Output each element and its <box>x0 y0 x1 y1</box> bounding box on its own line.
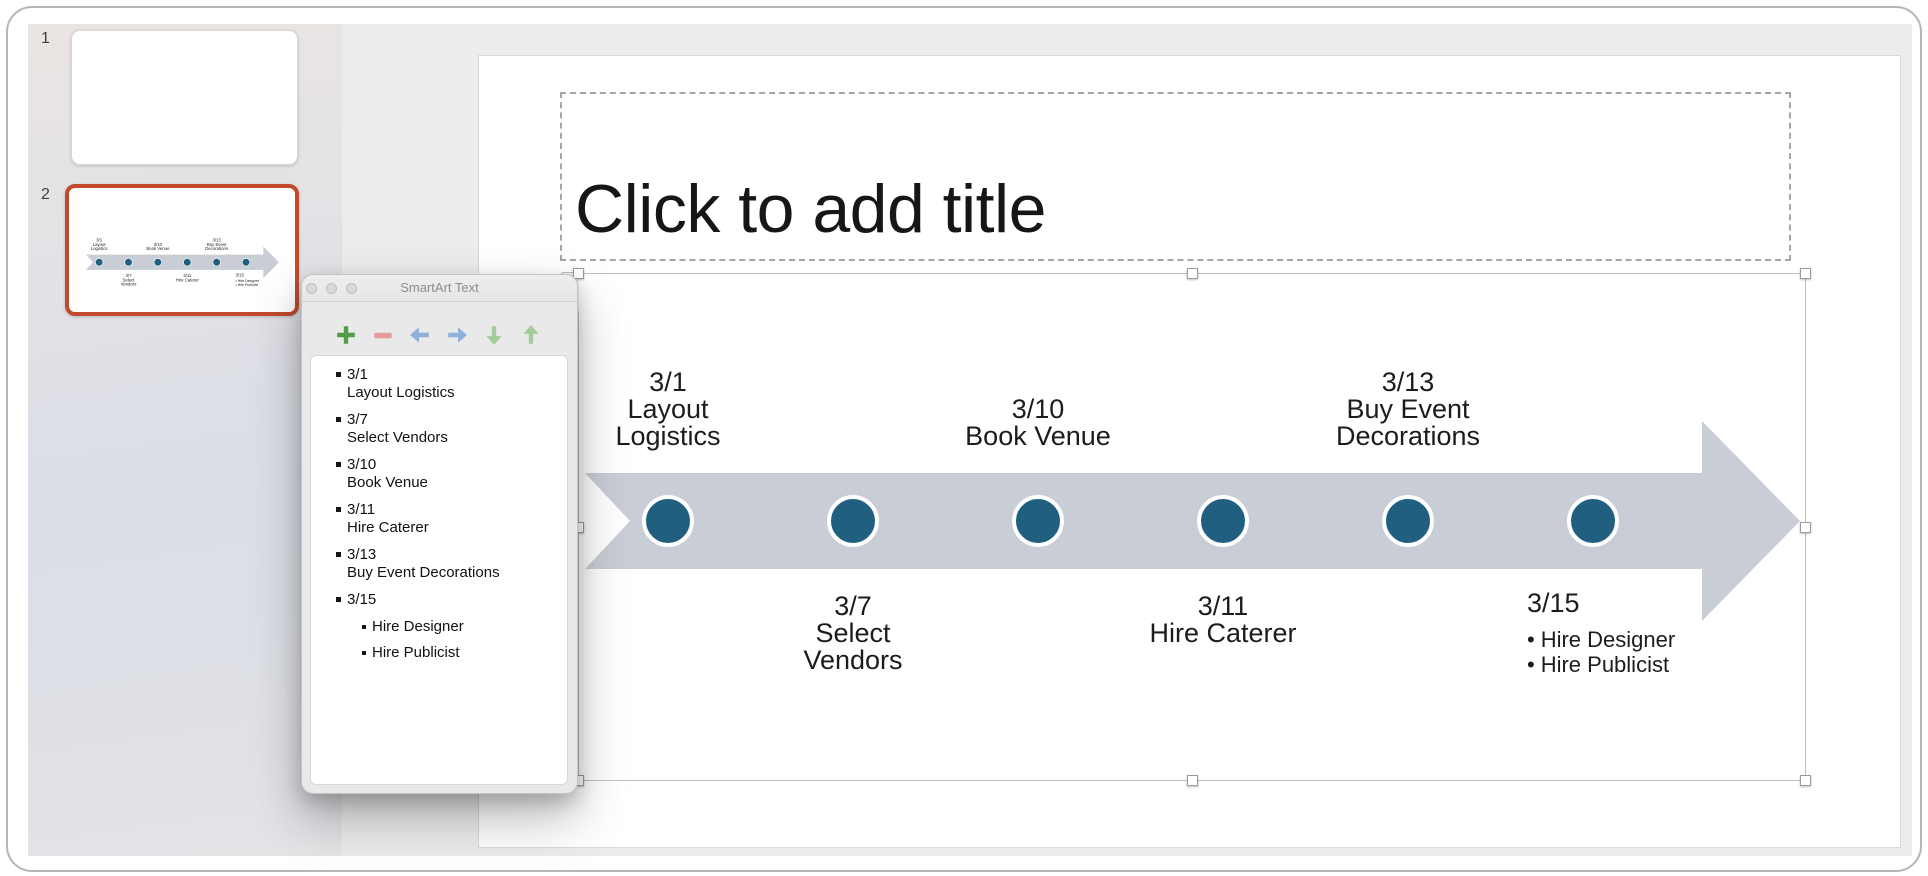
demote-arrow-right-icon[interactable] <box>446 324 468 346</box>
timeline-arrow-shape[interactable] <box>579 274 1807 782</box>
resize-handle-top-center[interactable] <box>1187 268 1198 279</box>
move-down-arrow-icon[interactable] <box>483 324 505 346</box>
smartart-panel-toolbar <box>335 324 542 346</box>
thumbnail-timeline-dot <box>94 257 103 266</box>
thumbnail-timeline-arrow <box>85 245 279 278</box>
timeline-dot-6[interactable] <box>1567 495 1619 547</box>
zoom-window-icon[interactable] <box>346 283 357 294</box>
resize-handle-bottom-center[interactable] <box>1187 775 1198 786</box>
thumbnail-timeline-dot <box>212 257 221 266</box>
bullet-square-icon <box>336 462 341 467</box>
bullet-square-icon <box>336 552 341 557</box>
thumbnail-timeline-dot <box>153 257 162 266</box>
close-window-icon[interactable] <box>306 283 317 294</box>
list-subitem[interactable]: Hire Designer <box>362 618 557 636</box>
timeline-dot-5[interactable] <box>1382 495 1434 547</box>
timeline-dot-1[interactable] <box>642 495 694 547</box>
smartart-panel-title: SmartArt Text <box>400 280 479 295</box>
resize-handle-middle-right[interactable] <box>1800 522 1811 533</box>
thumbnail-timeline-dot <box>182 257 191 266</box>
slide-1-number: 1 <box>41 30 50 47</box>
promote-arrow-left-icon[interactable] <box>409 324 431 346</box>
title-placeholder-text[interactable]: Click to add title <box>575 171 1046 247</box>
timeline-dot-2[interactable] <box>827 495 879 547</box>
bullet-square-icon <box>336 507 341 512</box>
milestone-label-3-15[interactable]: 3/15 Hire Designer Hire Publicist <box>1527 590 1787 678</box>
list-item[interactable]: 3/15 <box>336 591 557 609</box>
resize-handle-top-right[interactable] <box>1800 268 1811 279</box>
minimize-window-icon[interactable] <box>326 283 337 294</box>
timeline-dot-3[interactable] <box>1012 495 1064 547</box>
add-shape-plus-icon[interactable] <box>335 324 357 346</box>
slide-1-thumbnail[interactable] <box>71 30 298 165</box>
bullet-square-icon <box>362 651 366 655</box>
resize-handle-top-left[interactable] <box>573 268 584 279</box>
list-subitem[interactable]: Hire Publicist <box>362 644 557 662</box>
thumbnail-milestone: 3/15 Hire Designer Hire Publicist <box>235 273 276 287</box>
title-placeholder[interactable]: Click to add title <box>560 92 1791 261</box>
thumbnail-timeline-dot <box>123 257 133 266</box>
thumbnail-timeline-dot <box>241 257 250 266</box>
remove-shape-minus-icon[interactable] <box>372 324 394 346</box>
move-up-arrow-icon[interactable] <box>520 324 542 346</box>
smartart-panel-titlebar[interactable]: SmartArt Text <box>302 275 577 302</box>
bullet-square-icon <box>336 372 341 377</box>
resize-handle-bottom-right[interactable] <box>1800 775 1811 786</box>
bullet-square-icon <box>336 417 341 422</box>
slide-2-number: 2 <box>41 186 50 203</box>
bullet-square-icon <box>336 597 341 602</box>
bullet-square-icon <box>362 625 366 629</box>
timeline-dot-4[interactable] <box>1197 495 1249 547</box>
